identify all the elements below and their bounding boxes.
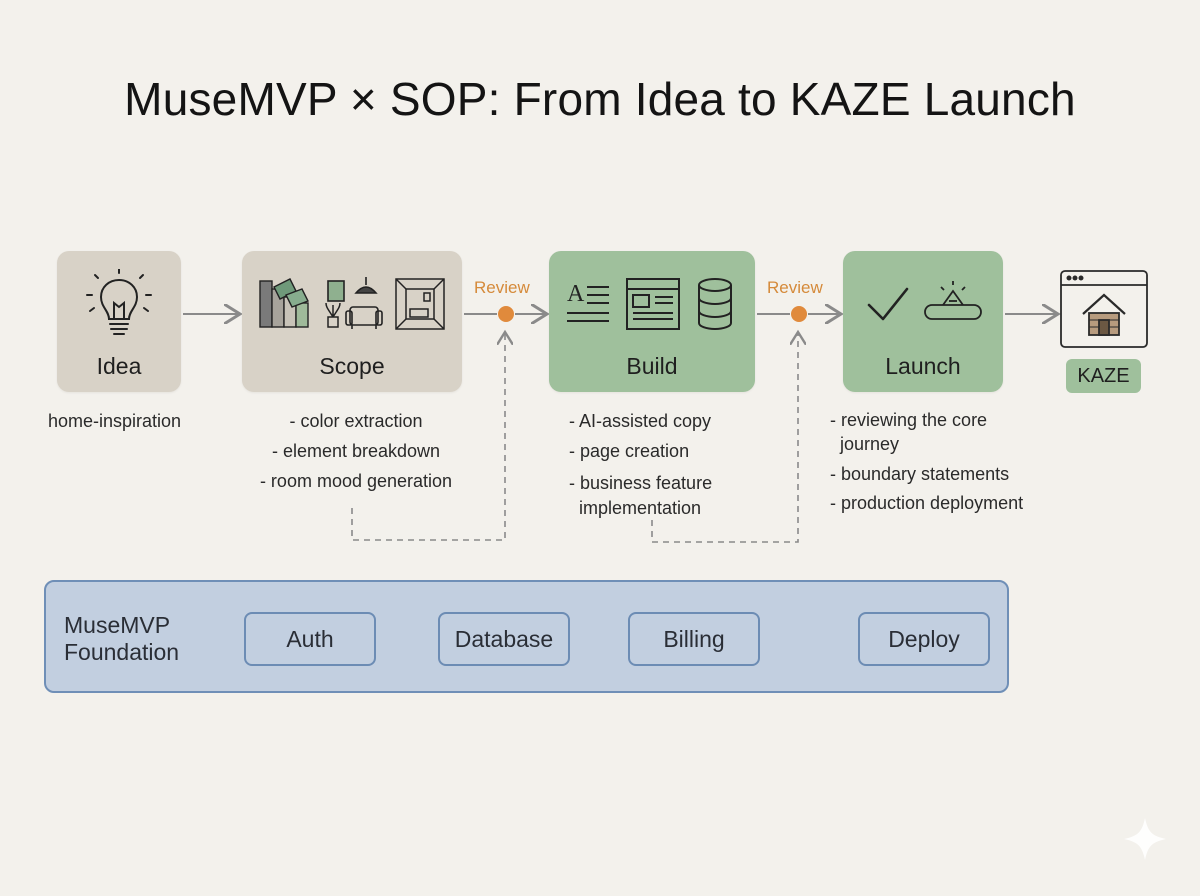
foundation-panel: MuseMVP Foundation Auth Database Billing… — [44, 580, 1009, 693]
list-item: - boundary statements — [830, 464, 1010, 484]
list-item: - business feature — [569, 473, 713, 493]
color-swatch-icon — [259, 278, 309, 328]
build-icons: A — [567, 278, 732, 330]
database-icon — [698, 278, 732, 330]
sparkle-icon — [1124, 818, 1166, 860]
foundation-label: MuseMVP Foundation — [64, 612, 179, 666]
list-item: - color extraction — [289, 411, 423, 431]
review-gate-2 — [791, 306, 807, 322]
launch-button-icon — [924, 281, 982, 320]
list-item: - room mood generation — [259, 471, 453, 491]
foundation-node-billing: Billing — [628, 612, 760, 666]
scope-icons — [259, 277, 445, 330]
stage-build-label: Build — [626, 353, 678, 379]
armchair-icon — [345, 306, 383, 329]
foundation-label-line1: MuseMVP — [64, 612, 171, 638]
stage-scope-label: Scope — [319, 353, 385, 379]
diagram-title: MuseMVP × SOP: From Idea to KAZE Launch — [124, 73, 1076, 125]
kaze-badge: KAZE — [1066, 359, 1141, 393]
foundation-node-database: Database — [438, 612, 570, 666]
launch-icons — [867, 281, 982, 321]
list-item: - production deployment — [830, 493, 1024, 513]
review-label-1: Review — [474, 278, 530, 297]
svg-text:A: A — [567, 281, 585, 307]
list-item: implementation — [569, 498, 702, 518]
webpage-layout-icon — [626, 278, 680, 330]
plant-icon — [325, 302, 341, 328]
stage-idea: Idea — [57, 251, 181, 392]
stage-launch-label: Launch — [885, 353, 961, 379]
room-icon — [395, 278, 445, 330]
launch-bullets: - reviewing the core journey - boundary … — [830, 408, 1023, 518]
review-gate-1 — [498, 306, 514, 322]
review-loop-1 — [351, 332, 505, 541]
picture-frame-icon — [327, 280, 345, 302]
checkmark-icon — [867, 287, 909, 321]
list-item: journey — [830, 434, 900, 454]
foundation-node-auth: Auth — [244, 612, 376, 666]
list-item: - element breakdown — [271, 441, 441, 461]
build-bullets: - AI-assisted copy - page creation - bus… — [569, 406, 712, 520]
foundation-label-line2: Foundation — [64, 639, 180, 665]
stage-build: A Build — [549, 251, 755, 392]
list-item: home-inspiration — [48, 411, 182, 431]
list-item: - page creation — [569, 441, 690, 461]
review-loop-2 — [651, 332, 798, 543]
text-document-icon: A — [567, 281, 609, 322]
stage-idea-label: Idea — [96, 353, 142, 379]
list-item: - AI-assisted copy — [569, 411, 712, 431]
pendant-lamp-icon — [354, 277, 378, 294]
idea-bullets: home-inspiration — [48, 406, 181, 436]
foundation-node-deploy: Deploy — [858, 612, 990, 666]
stage-launch: Launch — [843, 251, 1003, 392]
stage-scope: Scope — [242, 251, 462, 392]
review-label-2: Review — [767, 278, 823, 297]
lightbulb-icon — [86, 269, 152, 335]
scope-bullets: - color extraction - element breakdown -… — [251, 406, 461, 496]
list-item: - reviewing the core — [830, 410, 988, 430]
